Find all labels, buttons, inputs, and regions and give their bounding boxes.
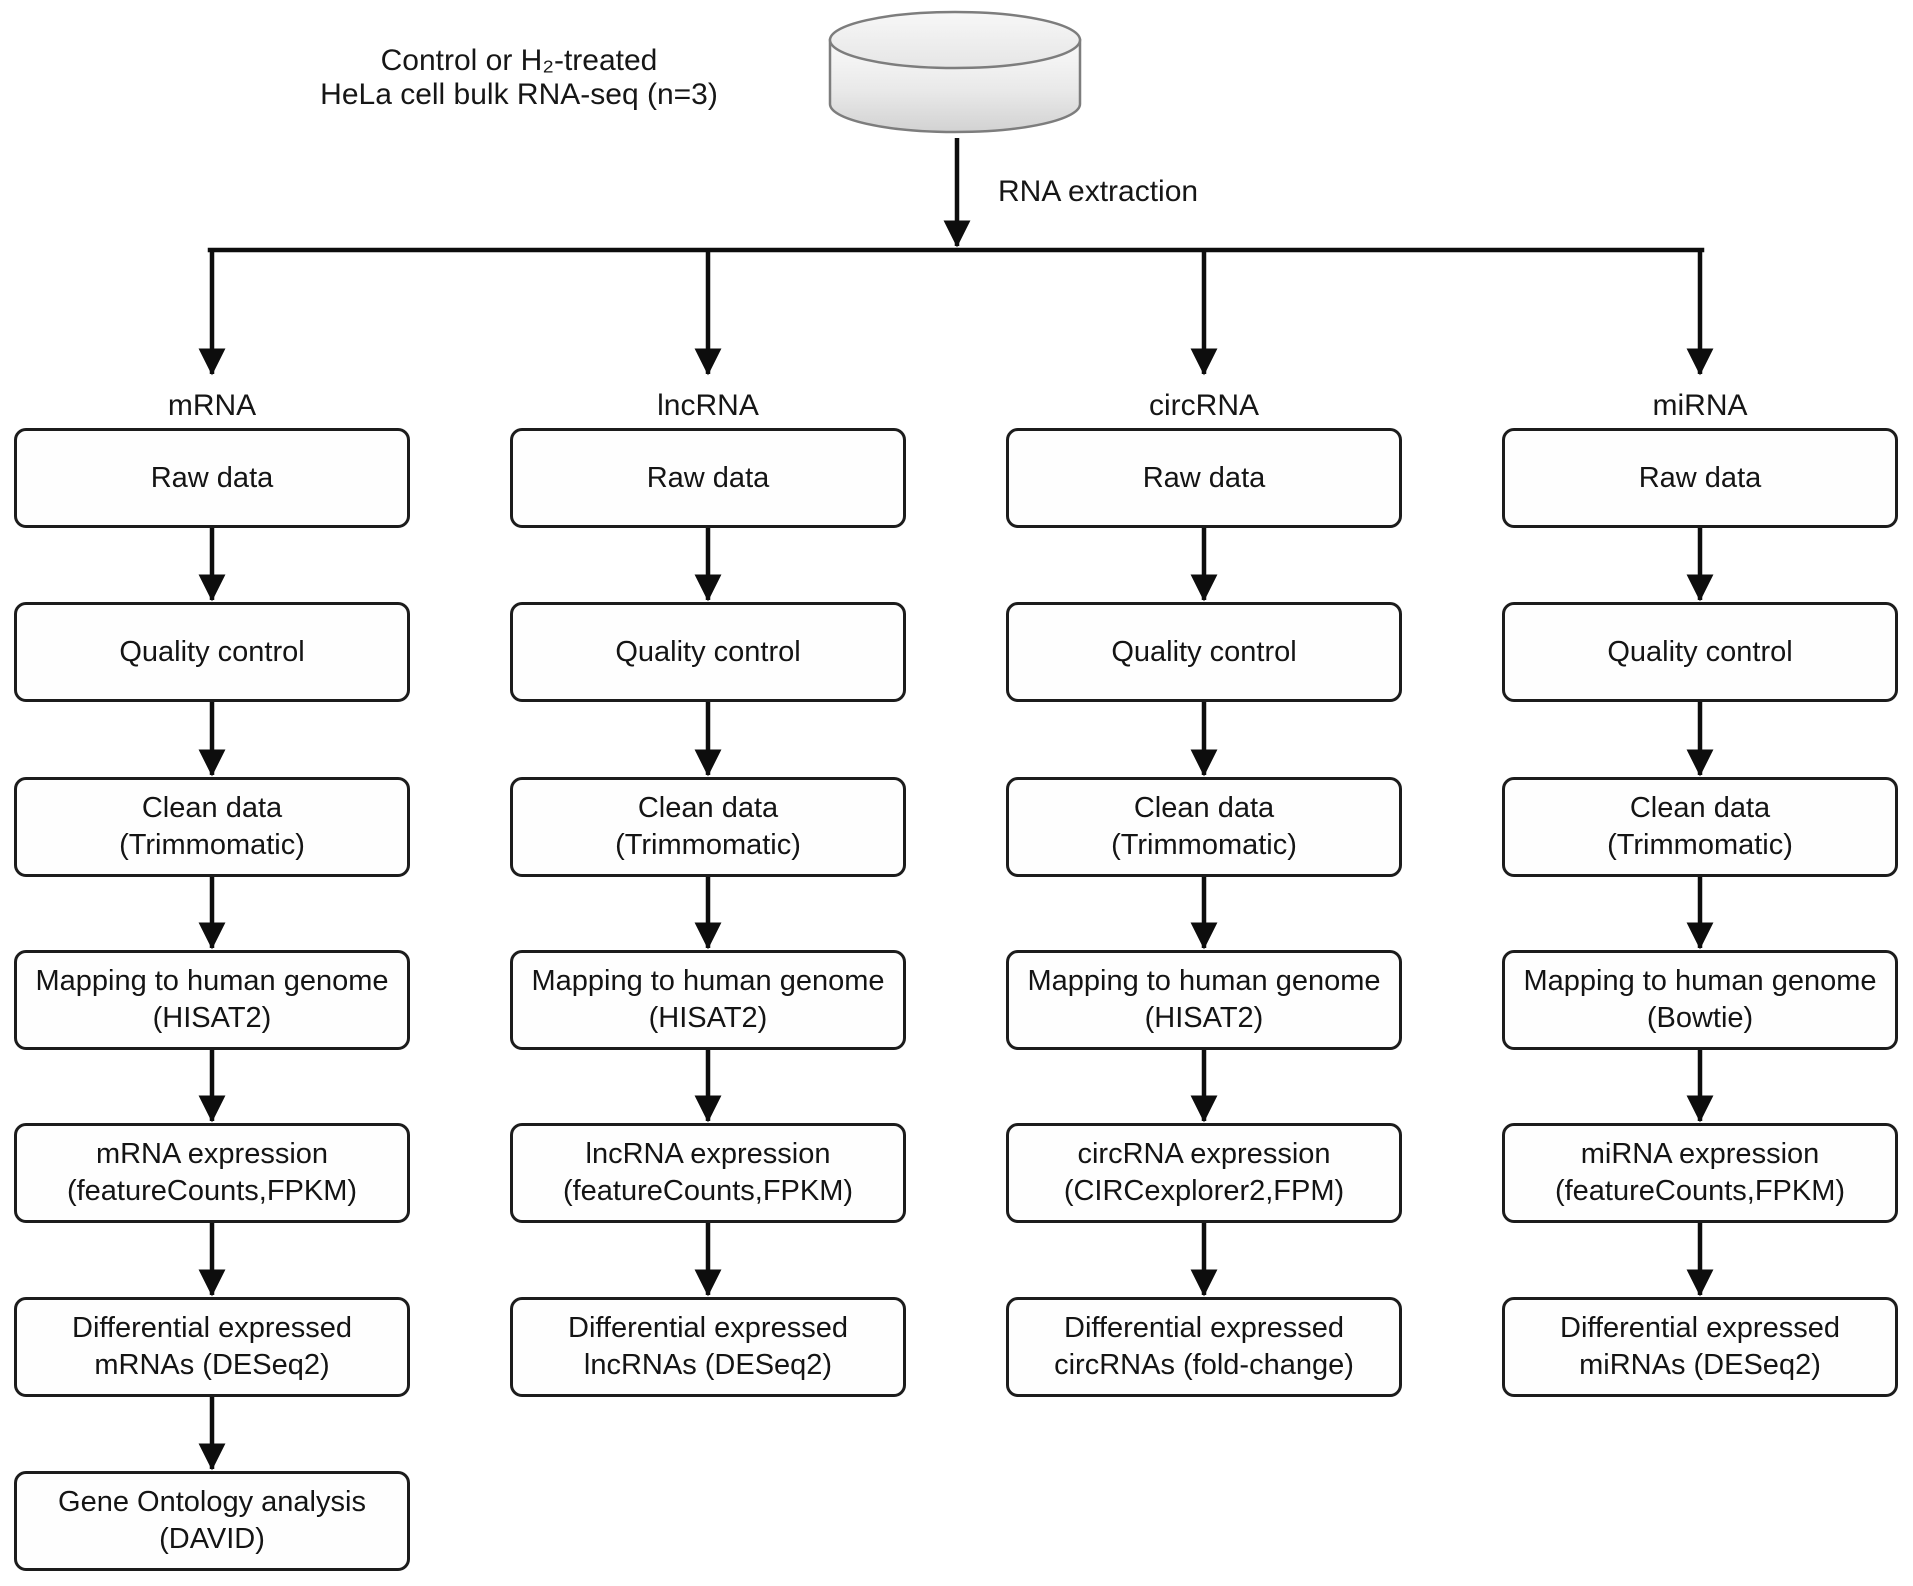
box-text: Mapping to human genome xyxy=(35,965,389,997)
box-text: Clean data xyxy=(141,792,283,824)
box-text: (Bowtie) xyxy=(1646,1002,1754,1034)
flow-box-lncrna-raw-data: Raw data xyxy=(510,428,906,528)
box-text: (Trimmomatic) xyxy=(615,829,801,861)
flow-box-circrna-expression: circRNA expression (CIRCexplorer2,FPM) xyxy=(1006,1123,1402,1223)
flow-box-mirna-clean-data: Clean data (Trimmomatic) xyxy=(1502,777,1898,877)
box-text: mRNA expression xyxy=(95,1138,329,1170)
box-text: (featureCounts,FPKM) xyxy=(1554,1175,1846,1207)
column-label-mrna: mRNA xyxy=(167,389,257,422)
flow-box-lncrna-differential: Differential expressed lncRNAs (DESeq2) xyxy=(510,1297,906,1397)
box-text: Quality control xyxy=(1111,635,1297,668)
box-text: Differential expressed xyxy=(1064,1312,1344,1344)
flow-box-circrna-quality-control: Quality control xyxy=(1006,602,1402,702)
flow-box-lncrna-mapping: Mapping to human genome (HISAT2) xyxy=(510,950,906,1050)
box-text: mRNAs (DESeq2) xyxy=(94,1349,330,1381)
box-text: (HISAT2) xyxy=(648,1002,768,1034)
box-text: (Trimmomatic) xyxy=(119,829,305,861)
box-text: lncRNAs (DESeq2) xyxy=(583,1349,833,1381)
column-label-circrna: circRNA xyxy=(1149,389,1259,422)
box-text: (Trimmomatic) xyxy=(1607,829,1793,861)
box-text: Raw data xyxy=(1142,461,1266,494)
flow-box-mirna-expression: miRNA expression (featureCounts,FPKM) xyxy=(1502,1123,1898,1223)
flow-box-mrna-mapping: Mapping to human genome (HISAT2) xyxy=(14,950,410,1050)
flow-box-circrna-raw-data: Raw data xyxy=(1006,428,1402,528)
flow-box-lncrna-quality-control: Quality control xyxy=(510,602,906,702)
flow-box-mrna-clean-data: Clean data (Trimmomatic) xyxy=(14,777,410,877)
flow-box-circrna-differential: Differential expressed circRNAs (fold-ch… xyxy=(1006,1297,1402,1397)
box-text: Mapping to human genome xyxy=(1027,965,1381,997)
box-text: Gene Ontology analysis xyxy=(58,1486,366,1518)
flow-box-mrna-differential: Differential expressed mRNAs (DESeq2) xyxy=(14,1297,410,1397)
box-text: Quality control xyxy=(119,635,305,668)
box-text: miRNAs (DESeq2) xyxy=(1579,1349,1821,1381)
box-text: (HISAT2) xyxy=(152,1002,272,1034)
box-text: (Trimmomatic) xyxy=(1111,829,1297,861)
flow-box-mrna-raw-data: Raw data xyxy=(14,428,410,528)
flow-box-lncrna-clean-data: Clean data (Trimmomatic) xyxy=(510,777,906,877)
box-text: Mapping to human genome xyxy=(531,965,885,997)
rna-extraction-label: RNA extraction xyxy=(998,175,1199,208)
column-label-lncrna: lncRNA xyxy=(657,389,759,422)
flow-box-mrna-expression: mRNA expression (featureCounts,FPKM) xyxy=(14,1123,410,1223)
flow-box-circrna-mapping: Mapping to human genome (HISAT2) xyxy=(1006,950,1402,1050)
box-text: Mapping to human genome xyxy=(1523,965,1877,997)
box-text: Quality control xyxy=(615,635,801,668)
trunk-and-branches xyxy=(198,138,1714,376)
box-text: Differential expressed xyxy=(72,1312,352,1344)
column-label-mirna: miRNA xyxy=(1652,389,1748,422)
flow-box-mirna-mapping: Mapping to human genome (Bowtie) xyxy=(1502,950,1898,1050)
box-text: Quality control xyxy=(1607,635,1793,668)
box-text: circRNAs (fold-change) xyxy=(1054,1349,1354,1381)
flow-box-mirna-quality-control: Quality control xyxy=(1502,602,1898,702)
box-text: Differential expressed xyxy=(568,1312,848,1344)
box-text: Raw data xyxy=(646,461,770,494)
source-label: Control or H₂-treated HeLa cell bulk RNA… xyxy=(219,44,819,112)
box-text: (featureCounts,FPKM) xyxy=(66,1175,358,1207)
box-text: miRNA expression xyxy=(1580,1138,1820,1170)
box-text: Clean data xyxy=(637,792,779,824)
box-text: (DAVID) xyxy=(159,1523,265,1555)
database-cylinder-icon xyxy=(828,10,1082,134)
flow-box-lncrna-expression: lncRNA expression (featureCounts,FPKM) xyxy=(510,1123,906,1223)
box-text: (HISAT2) xyxy=(1144,1002,1264,1034)
box-text: Raw data xyxy=(150,461,274,494)
box-text: Clean data xyxy=(1629,792,1771,824)
flow-box-circrna-clean-data: Clean data (Trimmomatic) xyxy=(1006,777,1402,877)
source-label-line1: Control or H₂-treated xyxy=(380,44,658,77)
box-text: lncRNA expression xyxy=(585,1138,831,1170)
box-text: Clean data xyxy=(1133,792,1275,824)
box-text: Raw data xyxy=(1638,461,1762,494)
box-text: (featureCounts,FPKM) xyxy=(562,1175,854,1207)
box-text: Differential expressed xyxy=(1560,1312,1840,1344)
box-text: (CIRCexplorer2,FPM) xyxy=(1063,1175,1345,1207)
source-label-line2: HeLa cell bulk RNA-seq (n=3) xyxy=(320,78,718,111)
box-text: circRNA expression xyxy=(1077,1138,1331,1170)
flow-box-mirna-differential: Differential expressed miRNAs (DESeq2) xyxy=(1502,1297,1898,1397)
flow-box-mrna-gene-ontology: Gene Ontology analysis (DAVID) xyxy=(14,1471,410,1571)
flow-box-mrna-quality-control: Quality control xyxy=(14,602,410,702)
flow-box-mirna-raw-data: Raw data xyxy=(1502,428,1898,528)
